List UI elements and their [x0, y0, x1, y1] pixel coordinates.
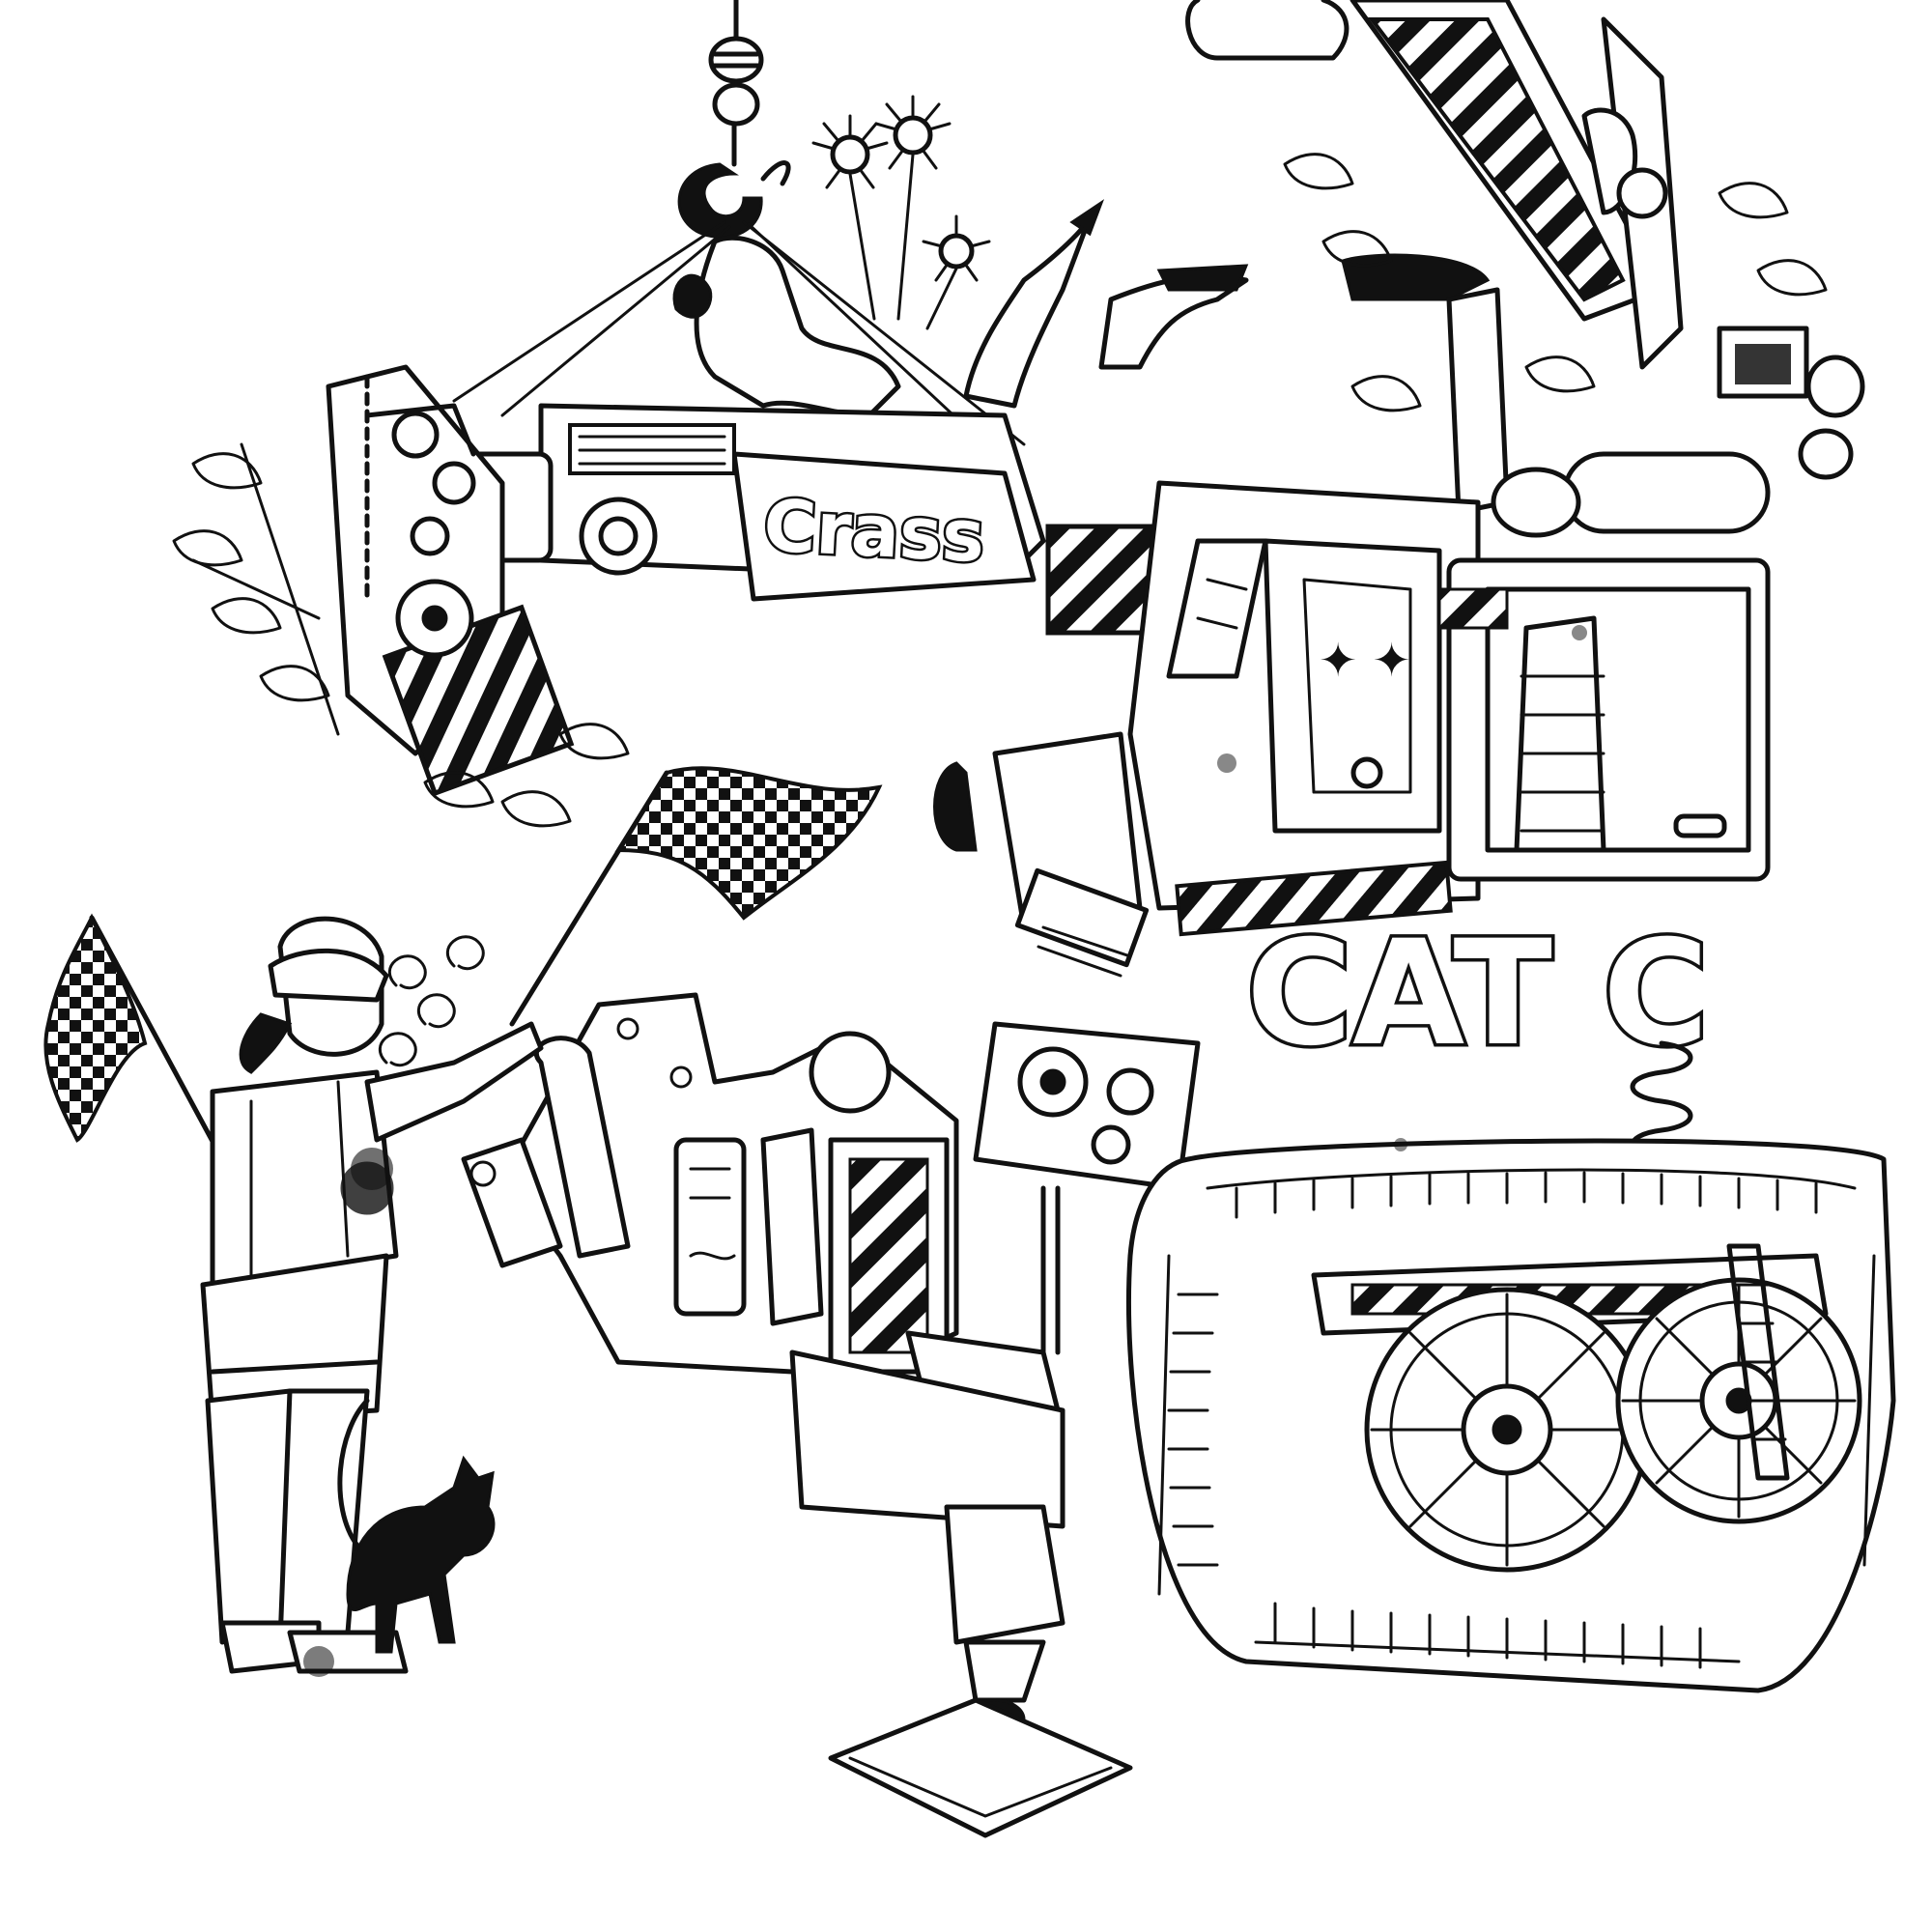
spring-coil: [1630, 1040, 1693, 1162]
middle-machine-block: [461, 992, 959, 1384]
excavator-boom: Crass: [422, 403, 1157, 636]
daisy-flowers: [811, 95, 991, 330]
graffiti-tag-text: Crass: [761, 484, 986, 579]
right-cab-panel: ✦ ✦: [1127, 480, 1771, 937]
flagger-person: [200, 916, 544, 1674]
svg-text:✦ ✦: ✦ ✦: [1319, 634, 1411, 688]
big-checkered-flag: [509, 766, 883, 1027]
crane-hook: [677, 0, 791, 239]
upper-right-foliage: [1283, 153, 1828, 412]
cat-logo-text: CAT C: [1246, 910, 1709, 1078]
hydraulic-stand: [789, 1185, 1133, 1838]
left-cab: [326, 364, 575, 797]
black-cat: [337, 1398, 496, 1654]
track-wheel-left: [1364, 1287, 1650, 1573]
speaker-box: [973, 1021, 1201, 1191]
upper-right-arm: [1185, 0, 1865, 538]
ink-blots: [303, 625, 1587, 1677]
crane-cables: [452, 220, 1026, 456]
left-foliage: [172, 442, 630, 828]
cat-logo-lettering: CAT C: [1243, 907, 1713, 1082]
hanging-small-cab: [933, 731, 1150, 978]
smoke-swirls: [378, 935, 485, 1067]
track-wheel-right: [1615, 1243, 1862, 1524]
reclining-figure: [672, 199, 1249, 418]
small-checkered-flag: [43, 913, 225, 1162]
